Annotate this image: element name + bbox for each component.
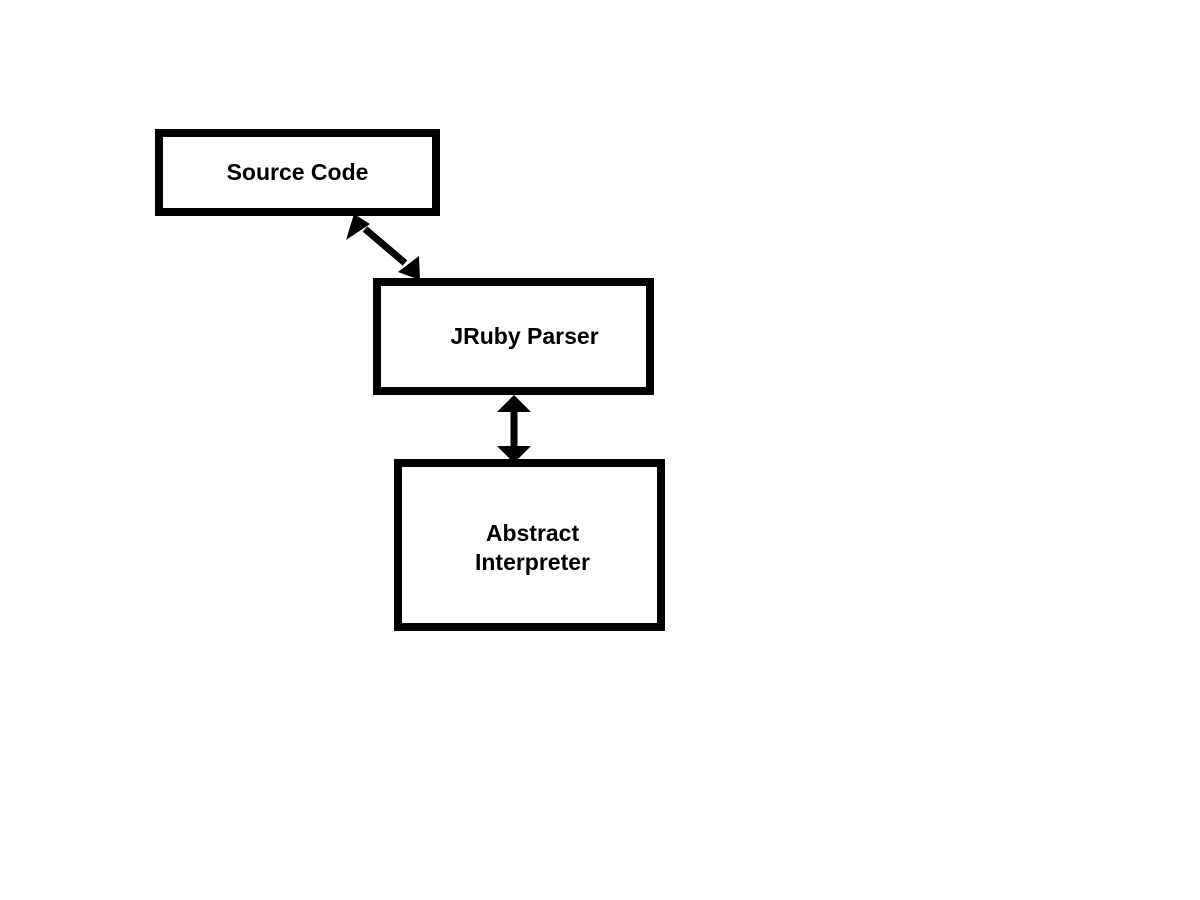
arrowhead-up-icon (346, 214, 370, 240)
arrowhead-down-icon (497, 446, 531, 463)
node-abstract-interpreter: Abstract Interpreter (394, 459, 665, 631)
edge-parser-interpreter (497, 395, 531, 463)
node-source-code: Source Code (155, 129, 440, 216)
arrowhead-down-icon (398, 256, 420, 280)
edge-source-parser (346, 214, 420, 280)
node-label: Abstract Interpreter (474, 520, 591, 575)
node-label: Source Code (226, 159, 369, 185)
edge-source-parser-line (362, 226, 408, 266)
node-label: JRuby Parser (450, 323, 599, 349)
node-jruby-parser: JRuby Parser (373, 278, 654, 395)
arrowhead-up-icon (497, 395, 531, 412)
